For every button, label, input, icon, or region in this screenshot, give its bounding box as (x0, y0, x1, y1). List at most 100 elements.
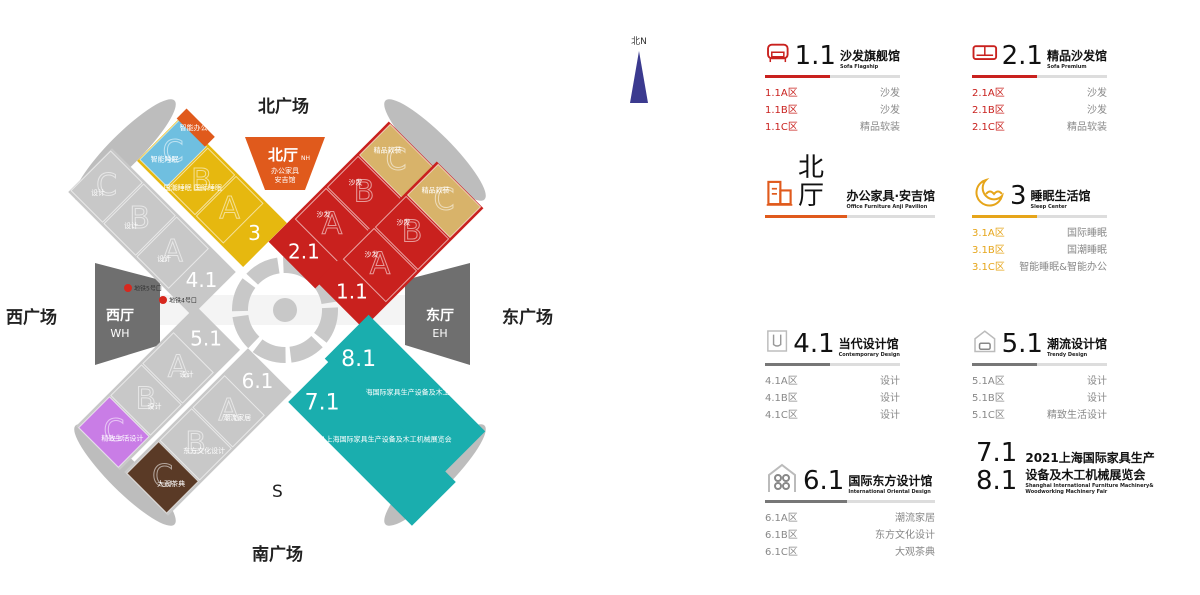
legend-title: 设备及木工机械展览会 (1025, 468, 1146, 482)
zone-label: 设计 (157, 254, 171, 263)
hall-block (324, 314, 486, 476)
legend-row: 5.1A区设计 (972, 373, 1107, 390)
zone-category: 精致生活设计 (1047, 410, 1107, 421)
north-plaza-label: 北广场 (258, 97, 309, 117)
zone-label: 设计 (124, 221, 138, 230)
zone-C (78, 396, 150, 468)
legend-row: 6.1C区大观茶典 (765, 544, 935, 561)
legend-row: 5.1C区精致生活设计 (972, 407, 1107, 424)
zone-category: 沙发 (1087, 88, 1107, 99)
zone-category: 沙发 (880, 105, 900, 116)
zone-code: 5.1B区 (972, 393, 1005, 404)
zone-letter: A (370, 247, 391, 282)
hall-number: 1.1 (336, 280, 368, 304)
north-arrow-icon (630, 51, 648, 103)
zone-A (192, 375, 265, 448)
zone-code: 1.1B区 (765, 105, 798, 116)
north-hall-sub: 办公家具 (271, 166, 299, 175)
south-plaza-label: 南广场 (252, 545, 303, 565)
zone-code: 2.1C区 (972, 122, 1005, 133)
legend-row: 3.1C区 智能睡眠&智能办公 (972, 259, 1107, 276)
legend-row: 1.1B区 沙发 (765, 102, 900, 119)
hall-number: 5.1 (190, 326, 222, 350)
legend-divider (972, 75, 1107, 78)
zone-A (142, 332, 214, 404)
zone-code: 5.1A区 (972, 376, 1005, 387)
hall-title: 2021上海国际家具生产设备及木工机械展览会 (308, 434, 452, 443)
zone-code: 1.1C区 (765, 122, 798, 133)
zone-label: 沙发 (316, 210, 330, 219)
zone-code: 3.1B区 (972, 245, 1005, 256)
zone-code: 4.1B区 (765, 393, 798, 404)
zone-C (70, 150, 143, 223)
plaza-arc (384, 99, 486, 201)
zone-code: 4.1C区 (765, 410, 798, 421)
zone-code: 1.1A区 (765, 88, 798, 99)
zone-code: 3.1C区 (972, 262, 1005, 273)
zone-category: 设计 (880, 393, 900, 404)
zone-category: 潮流家居 (895, 513, 935, 524)
zone-category: 精品软装 (1067, 122, 1107, 133)
metro-icon (124, 284, 132, 292)
zone-category: 沙发 (880, 88, 900, 99)
zone-category: 设计 (1087, 393, 1107, 404)
rotunda-ring (232, 257, 338, 363)
legend-row: 4.1C区设计 (765, 407, 900, 424)
west-hall-code: WH (110, 327, 129, 340)
legend-row: 5.1B区 设计 (972, 390, 1107, 407)
legend-subtitle: Sofa Flagship (839, 64, 879, 70)
compass-label: 北N (631, 37, 647, 47)
legend-divider (765, 75, 900, 78)
legend-title: 2021上海国际家具生产 (1025, 451, 1155, 465)
north-hall-sub: 安吉馆 (275, 175, 296, 184)
house-sofa-icon (974, 330, 996, 353)
zone-A (136, 216, 209, 289)
legend-number: 2.1 (1001, 41, 1043, 71)
legend-title: 睡眠生活馆 (1030, 189, 1091, 203)
zone-B (103, 183, 176, 256)
legend-row: 6.1B区东方文化设计 (765, 527, 935, 544)
zone-label: 精品软装 (422, 185, 450, 194)
hall-number: 6.1 (242, 369, 274, 393)
zone-category: 国际睡眠 (1067, 228, 1107, 239)
legend-row: 1.1C区 精品软装 (765, 119, 900, 136)
zone-label: 国潮睡眠 国际睡眠 (164, 183, 222, 192)
oriental-icon (768, 463, 796, 492)
compass: 北N (624, 34, 654, 103)
legend-row: 3.1B区国潮睡眠 (972, 242, 1107, 259)
north-hall (245, 137, 325, 190)
zone-letter: B (129, 201, 150, 236)
west-plaza-label: 西广场 (6, 308, 57, 328)
zone-letter: A (168, 349, 189, 384)
zone-B (110, 364, 182, 436)
zone-category: 智能睡眠&智能办公 (1019, 262, 1107, 273)
legend-row: 4.1B区 设计 (765, 390, 900, 407)
zone-label: 设计 (180, 369, 194, 378)
legend-row: 4.1A区设计 (765, 373, 900, 390)
legend-title: 精品沙发馆 (1046, 49, 1107, 63)
zone-letter: A (219, 191, 240, 226)
legend-subtitle: Office Furniture Anji Pavilion (846, 204, 928, 210)
legend-subtitle: Shanghai International Furniture Machine… (1025, 483, 1154, 489)
legend-divider (972, 215, 1107, 218)
zone-label: 智能办公 (180, 123, 208, 132)
legend-row: 1.1A区 沙发 (765, 85, 900, 102)
zone-label: 东方文化设计 (183, 446, 225, 455)
zone-letter: C (434, 182, 455, 217)
legend-divider (972, 363, 1107, 366)
metro-exit-label: 地铁5号口 (134, 285, 162, 293)
zone-label: 设计 (147, 402, 161, 411)
legend-row: 2.1C区 精品软装 (972, 119, 1107, 136)
zone-category: 精品软装 (860, 122, 900, 133)
zone-code: 3.1A区 (972, 228, 1005, 239)
zone-letter: A (322, 207, 343, 242)
